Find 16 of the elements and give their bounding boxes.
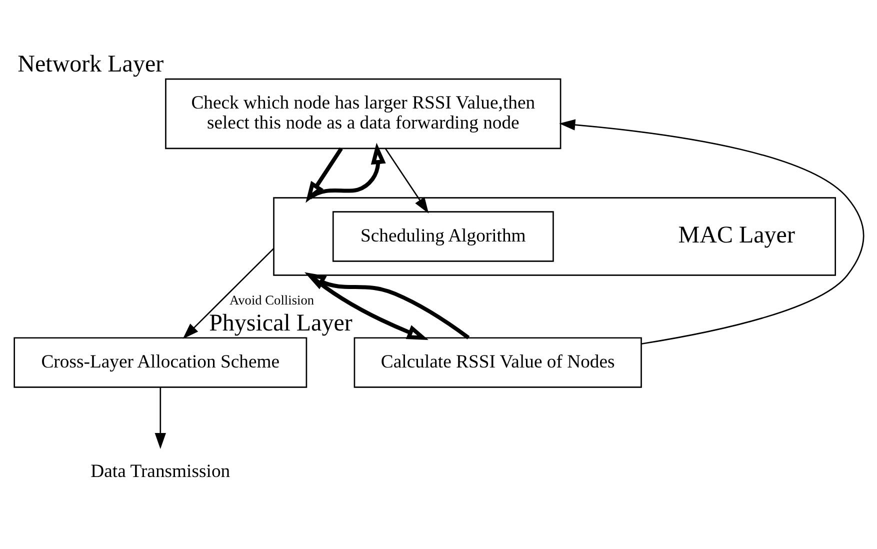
node-label: Network Layer [17,52,164,78]
node-box: Calculate RSSI Value of Nodes [353,337,642,388]
node-box: Cross-Layer Allocation Scheme [13,337,307,388]
arrow [154,388,166,449]
arrow [182,248,274,339]
edge-label: Avoid Collision [229,292,314,308]
node-label: Physical Layer [208,310,352,336]
arrow [305,147,342,203]
arrow [384,148,428,214]
arrow [304,272,470,340]
arrow [308,142,386,200]
node-label: MAC Layer [678,222,794,248]
node-box: Check which node has larger RSSI Value,then select this node as a data forwarding node [164,78,561,150]
arrow [558,119,864,345]
node-box: Scheduling Algorithm [332,211,554,262]
node-text: Data Transmission [90,460,230,482]
